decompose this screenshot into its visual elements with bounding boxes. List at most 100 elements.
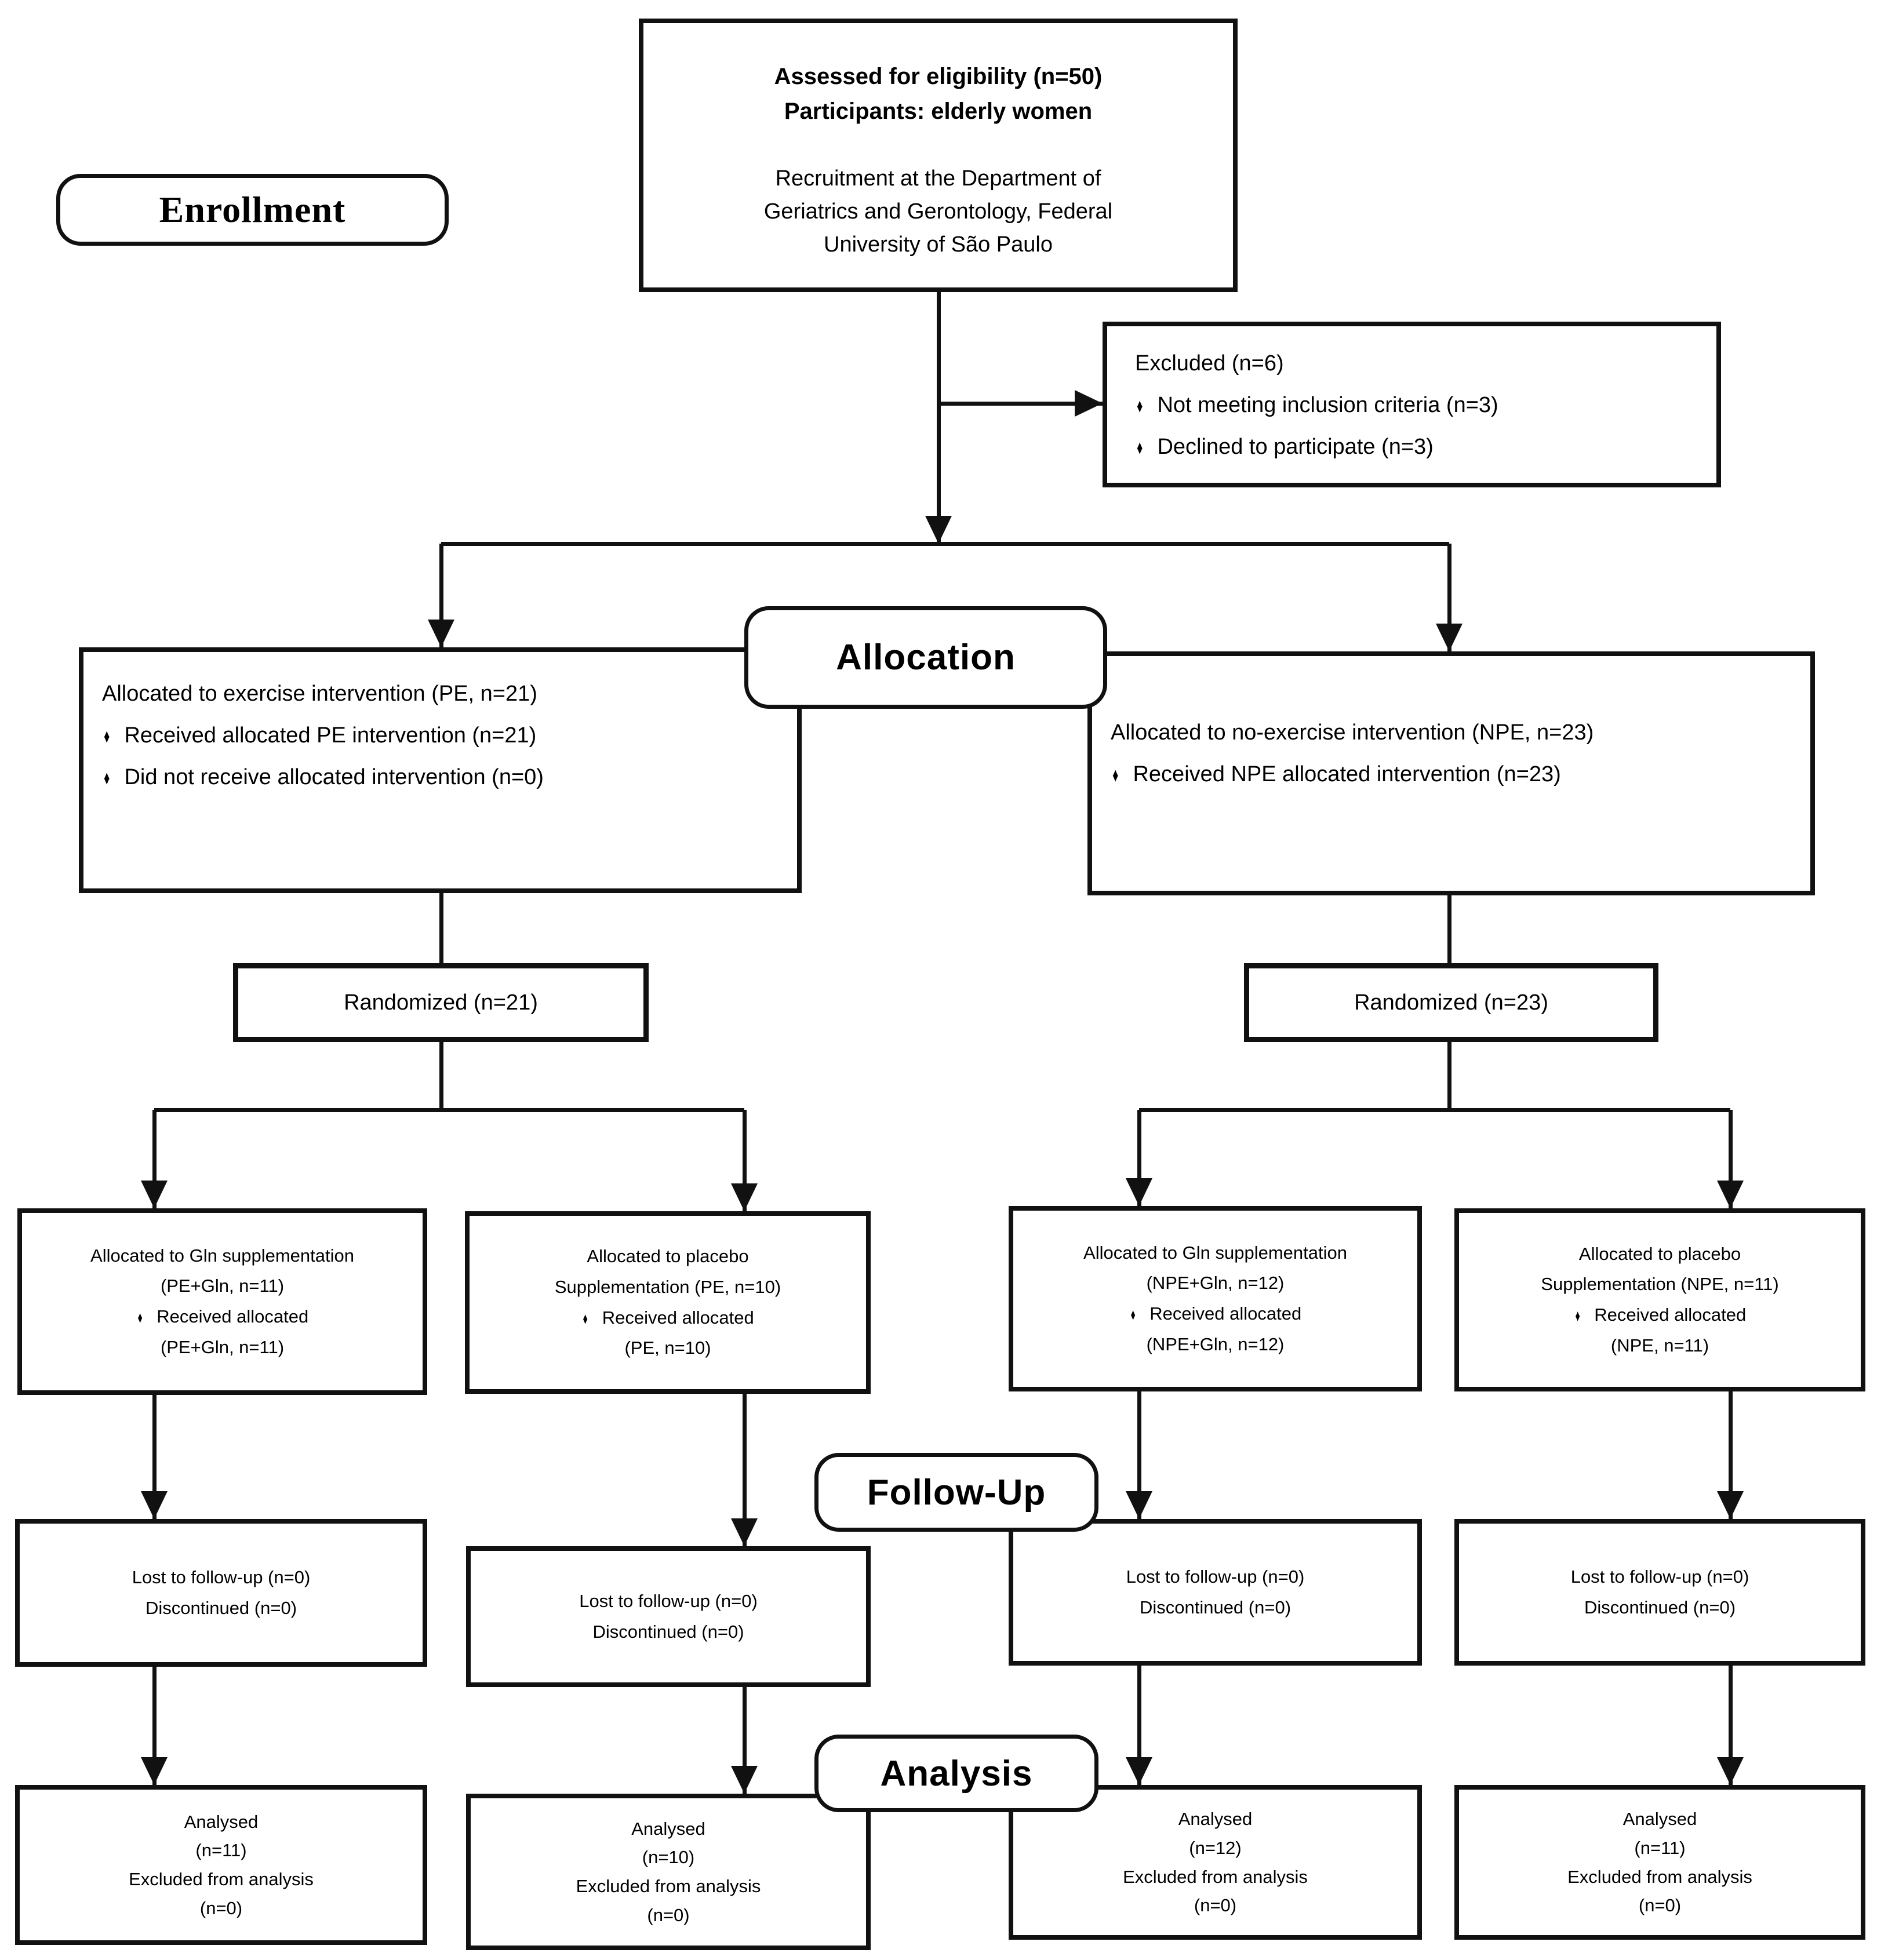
arm-allocation-text: Allocated to Gln supplementation (NPE+Gl… — [1083, 1242, 1347, 1294]
assessed-subtitle: Recruitment at the Department of Geriatr… — [763, 166, 1113, 257]
connector-line — [937, 292, 941, 544]
arrow-down-icon — [141, 1491, 168, 1519]
connector-line — [1137, 1110, 1141, 1206]
allocation-stage-label: Allocation — [744, 606, 1107, 709]
randomized-right-text: Randomized (n=23) — [1354, 990, 1548, 1015]
connector-line — [938, 402, 1103, 406]
diamond-bullet-icon: ♦ — [1137, 395, 1143, 417]
diamond-bullet-icon: ♦ — [1575, 1306, 1580, 1325]
analysis-text: Analysed (n=12) Excluded from analysis (… — [1123, 1809, 1308, 1916]
excluded-bullet-text: Not meeting inclusion criteria (n=3) — [1157, 393, 1498, 418]
allocation-right-title: Allocated to no-exercise intervention (N… — [1111, 720, 1594, 745]
connector-line — [743, 1687, 747, 1794]
allocation-left-bullet: ♦ Did not receive allocated intervention… — [102, 756, 788, 798]
connector-line — [1137, 1391, 1141, 1519]
followup-box: Lost to follow-up (n=0) Discontinued (n=… — [466, 1546, 871, 1687]
connector-line — [1729, 1666, 1733, 1785]
connector-line — [1729, 1110, 1733, 1208]
arm-received-text: Received allocated — [1594, 1305, 1747, 1325]
arrow-down-icon — [141, 1757, 168, 1785]
followup-box: Lost to follow-up (n=0) Discontinued (n=… — [1454, 1519, 1865, 1666]
connector-line — [1447, 1042, 1451, 1110]
diamond-bullet-icon: ♦ — [104, 725, 110, 748]
connector-line — [1139, 1108, 1730, 1112]
connector-line — [439, 1042, 443, 1110]
allocation-right-bullet-text: Received NPE allocated intervention (n=2… — [1133, 762, 1561, 787]
allocation-left-box: Allocated to exercise intervention (PE, … — [79, 647, 802, 893]
excluded-bullet-text: Declined to participate (n=3) — [1157, 435, 1434, 460]
arm-received-detail: (PE+Gln, n=11) — [160, 1336, 285, 1357]
connector-line — [439, 544, 443, 647]
arrow-down-icon — [1126, 1178, 1152, 1206]
arm-allocation-box: Allocated to placebo Supplementation (NP… — [1454, 1208, 1865, 1391]
analysis-text: Analysed (n=11) Excluded from analysis (… — [129, 1811, 314, 1918]
arm-allocation-box: Allocated to Gln supplementation (PE+Gln… — [17, 1208, 427, 1395]
followup-text: Lost to follow-up (n=0) Discontinued (n=… — [579, 1590, 758, 1642]
arm-allocation-box: Allocated to Gln supplementation (NPE+Gl… — [1009, 1206, 1422, 1391]
arrow-down-icon — [1126, 1757, 1152, 1785]
allocation-left-title: Allocated to exercise intervention (PE, … — [102, 682, 537, 706]
arrow-down-icon — [1717, 1491, 1744, 1519]
connector-line — [1447, 895, 1451, 963]
followup-text: Lost to follow-up (n=0) Discontinued (n=… — [1570, 1566, 1749, 1617]
arm-received-detail: (PE, n=10) — [624, 1338, 711, 1358]
arrow-down-icon — [141, 1181, 168, 1208]
connector-line — [439, 893, 443, 963]
connector-line — [441, 542, 1449, 546]
assessed-box: Assessed for eligibility (n=50) Particip… — [639, 19, 1238, 292]
randomized-right-box: Randomized (n=23) — [1244, 963, 1658, 1042]
allocation-right-box: Allocated to no-exercise intervention (N… — [1087, 651, 1815, 895]
connector-line — [743, 1394, 747, 1546]
allocation-right-bullet: ♦ Received NPE allocated intervention (n… — [1111, 753, 1801, 795]
arrow-right-icon — [1075, 390, 1103, 417]
stage-label-text: Enrollment — [159, 189, 346, 230]
arm-received-row: ♦ Received allocated — [470, 1303, 866, 1334]
arm-received-detail: (NPE+Gln, n=12) — [1146, 1334, 1285, 1354]
analysis-box: Analysed (n=11) Excluded from analysis (… — [1454, 1785, 1865, 1940]
assessed-title: Assessed for eligibility (n=50) Particip… — [774, 64, 1103, 124]
excluded-box: Excluded (n=6) ♦ Not meeting inclusion c… — [1103, 322, 1721, 487]
enrollment-stage-label: Enrollment — [56, 174, 449, 246]
arm-allocation-box: Allocated to placebo Supplementation (PE… — [465, 1211, 871, 1394]
allocation-left-bullet: ♦ Received allocated PE intervention (n=… — [102, 715, 788, 756]
diamond-bullet-icon: ♦ — [137, 1308, 143, 1327]
followup-stage-label: Follow-Up — [814, 1453, 1098, 1532]
connector-line — [152, 1110, 157, 1208]
stage-label-text: Allocation — [836, 637, 1016, 677]
analysis-stage-label: Analysis — [814, 1735, 1098, 1812]
connector-line — [743, 1110, 747, 1211]
arrow-down-icon — [731, 1766, 758, 1794]
connector-line — [154, 1108, 744, 1112]
analysis-box: Analysed (n=10) Excluded from analysis (… — [466, 1794, 871, 1950]
arm-received-text: Received allocated — [1149, 1303, 1302, 1324]
arm-received-row: ♦ Received allocated — [22, 1302, 423, 1332]
followup-box: Lost to follow-up (n=0) Discontinued (n=… — [15, 1519, 427, 1667]
arm-allocation-text: Allocated to placebo Supplementation (PE… — [554, 1246, 781, 1297]
arm-received-text: Received allocated — [602, 1307, 754, 1328]
arrow-down-icon — [925, 516, 952, 544]
arrow-down-icon — [428, 620, 454, 647]
excluded-bullet: ♦ Declined to participate (n=3) — [1135, 426, 1705, 468]
allocation-left-bullet-text: Received allocated PE intervention (n=21… — [124, 723, 537, 748]
arm-received-row: ♦ Received allocated — [1459, 1300, 1861, 1331]
connector-line — [1729, 1391, 1733, 1519]
followup-text: Lost to follow-up (n=0) Discontinued (n=… — [132, 1566, 311, 1618]
arrow-down-icon — [1436, 624, 1463, 651]
arm-allocation-text: Allocated to Gln supplementation (PE+Gln… — [90, 1245, 354, 1296]
randomized-left-text: Randomized (n=21) — [344, 990, 538, 1015]
analysis-text: Analysed (n=10) Excluded from analysis (… — [576, 1818, 761, 1925]
diamond-bullet-icon: ♦ — [1130, 1305, 1136, 1324]
arm-received-text: Received allocated — [157, 1306, 309, 1327]
connector-line — [1447, 544, 1451, 651]
followup-box: Lost to follow-up (n=0) Discontinued (n=… — [1009, 1519, 1422, 1666]
arrow-down-icon — [731, 1183, 758, 1211]
diamond-bullet-icon: ♦ — [1112, 764, 1119, 786]
excluded-title: Excluded (n=6) — [1135, 351, 1284, 376]
arrow-down-icon — [1717, 1757, 1744, 1785]
connector-line — [1137, 1666, 1141, 1785]
followup-text: Lost to follow-up (n=0) Discontinued (n=… — [1126, 1566, 1305, 1617]
analysis-text: Analysed (n=11) Excluded from analysis (… — [1567, 1809, 1752, 1916]
stage-label-text: Follow-Up — [867, 1472, 1046, 1513]
arm-received-detail: (NPE, n=11) — [1610, 1335, 1709, 1356]
